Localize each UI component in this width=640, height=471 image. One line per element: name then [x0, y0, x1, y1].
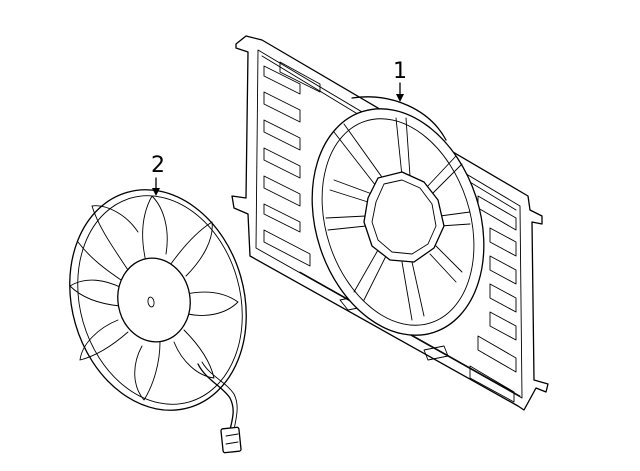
- shroud-right-louvers: [469, 195, 517, 403]
- shroud-spokes: [325, 117, 471, 321]
- callout-1: 1: [393, 59, 407, 102]
- wire-harness: [197, 361, 242, 454]
- fan-blade-motor-assembly: [69, 189, 247, 454]
- callout-2: 2: [151, 153, 165, 196]
- callout-label-1: 1: [393, 59, 407, 84]
- callout-label-2: 2: [151, 153, 165, 178]
- fan-blades: [69, 195, 239, 401]
- fan-shroud: [231, 35, 549, 411]
- shroud-left-louvers: [263, 61, 321, 267]
